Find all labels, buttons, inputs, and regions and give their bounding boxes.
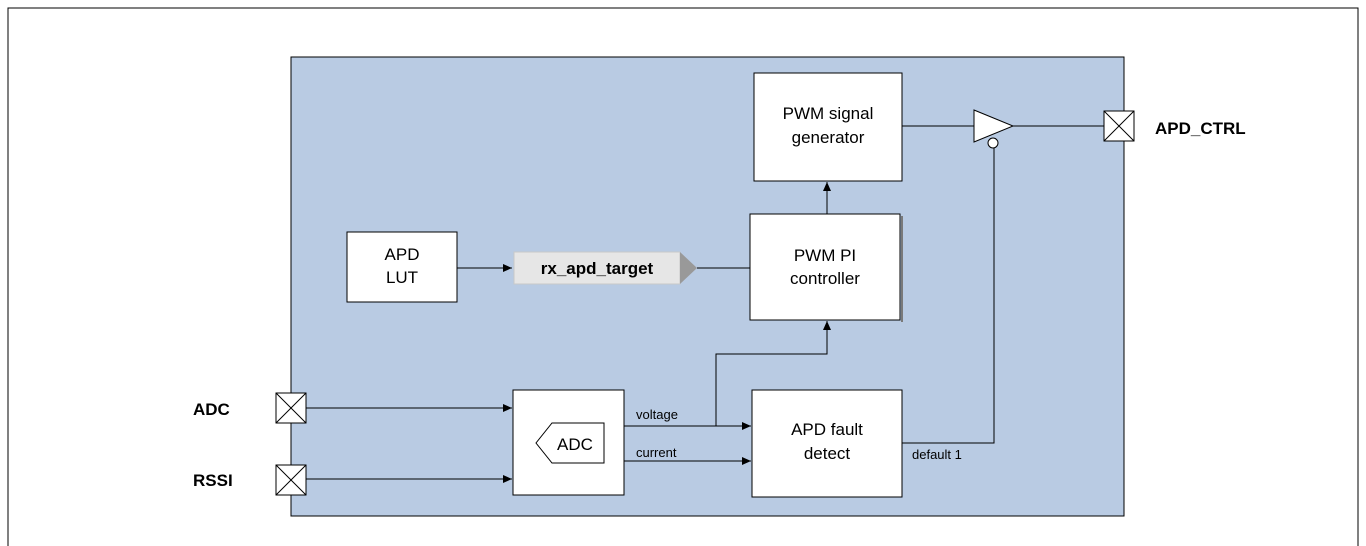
adc-pin-icon bbox=[275, 392, 307, 424]
adc-block-label: ADC bbox=[557, 435, 593, 454]
default-1-label: default 1 bbox=[912, 447, 962, 462]
pwm-pi-controller-block: PWM PI controller bbox=[749, 213, 903, 322]
connections bbox=[306, 125, 1104, 483]
rx-apd-target-tag: rx_apd_target bbox=[513, 251, 697, 285]
apd-lut-label-line1: APD bbox=[385, 245, 420, 264]
pwm-signal-generator-block: PWM signal generator bbox=[753, 72, 903, 182]
apd-fault-detect-block: APD fault detect bbox=[751, 389, 903, 498]
voltage-signal-label: voltage bbox=[636, 407, 678, 422]
adc-converter-icon bbox=[535, 422, 605, 464]
fault-detect-label-line1: APD fault bbox=[791, 420, 863, 439]
rx-apd-target-label: rx_apd_target bbox=[541, 259, 654, 278]
adc-block: ADC bbox=[512, 389, 625, 496]
rssi-pin-label: RSSI bbox=[193, 471, 233, 490]
apd-ctrl-pin-icon bbox=[1103, 110, 1135, 142]
pwm-pi-label-line1: PWM PI bbox=[794, 246, 856, 265]
current-signal-label: current bbox=[636, 445, 677, 460]
pwm-pi-label-line2: controller bbox=[790, 269, 860, 288]
pwm-gen-label-line1: PWM signal bbox=[783, 104, 874, 123]
pwm-gen-label-line2: generator bbox=[792, 128, 865, 147]
apd-lut-block: APD LUT bbox=[346, 231, 458, 303]
rssi-pin-icon bbox=[275, 464, 307, 496]
tag-arrow-icon bbox=[680, 252, 697, 284]
fault-detect-label-line2: detect bbox=[804, 444, 851, 463]
apd-ctrl-pin-label: APD_CTRL bbox=[1155, 119, 1246, 138]
outer-frame bbox=[7, 7, 1359, 546]
wire-voltage-to-pi bbox=[715, 321, 831, 426]
adc-pin-label: ADC bbox=[193, 400, 230, 419]
apd-lut-label-line2: LUT bbox=[386, 268, 418, 287]
wire-fault-to-buffer bbox=[902, 148, 995, 444]
